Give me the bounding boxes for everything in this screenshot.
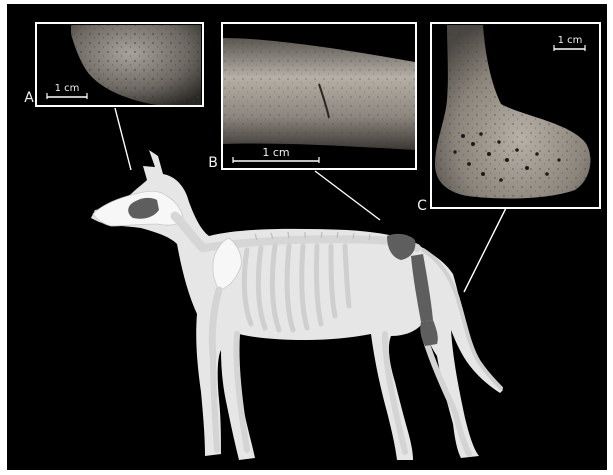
panel-b-scale-label: 1 cm xyxy=(262,146,289,159)
panel-a-letter: A xyxy=(24,90,34,106)
leader-line-c xyxy=(464,206,507,292)
panel-b: 1 cm B xyxy=(208,23,416,171)
panel-c-scale-label: 1 cm xyxy=(558,35,583,46)
panel-b-letter: B xyxy=(208,155,218,171)
figure-canvas: 1 cm A 1 cm B 1 cm C xyxy=(7,4,607,470)
panel-c: 1 cm C xyxy=(417,23,600,214)
panel-a-scale-label: 1 cm xyxy=(55,83,80,94)
figure: 1 cm A 1 cm B 1 cm C xyxy=(7,4,607,470)
panel-c-letter: C xyxy=(417,198,427,214)
leader-line-b xyxy=(315,171,380,220)
panel-a: 1 cm A xyxy=(24,23,203,106)
leader-line-a xyxy=(115,108,131,170)
